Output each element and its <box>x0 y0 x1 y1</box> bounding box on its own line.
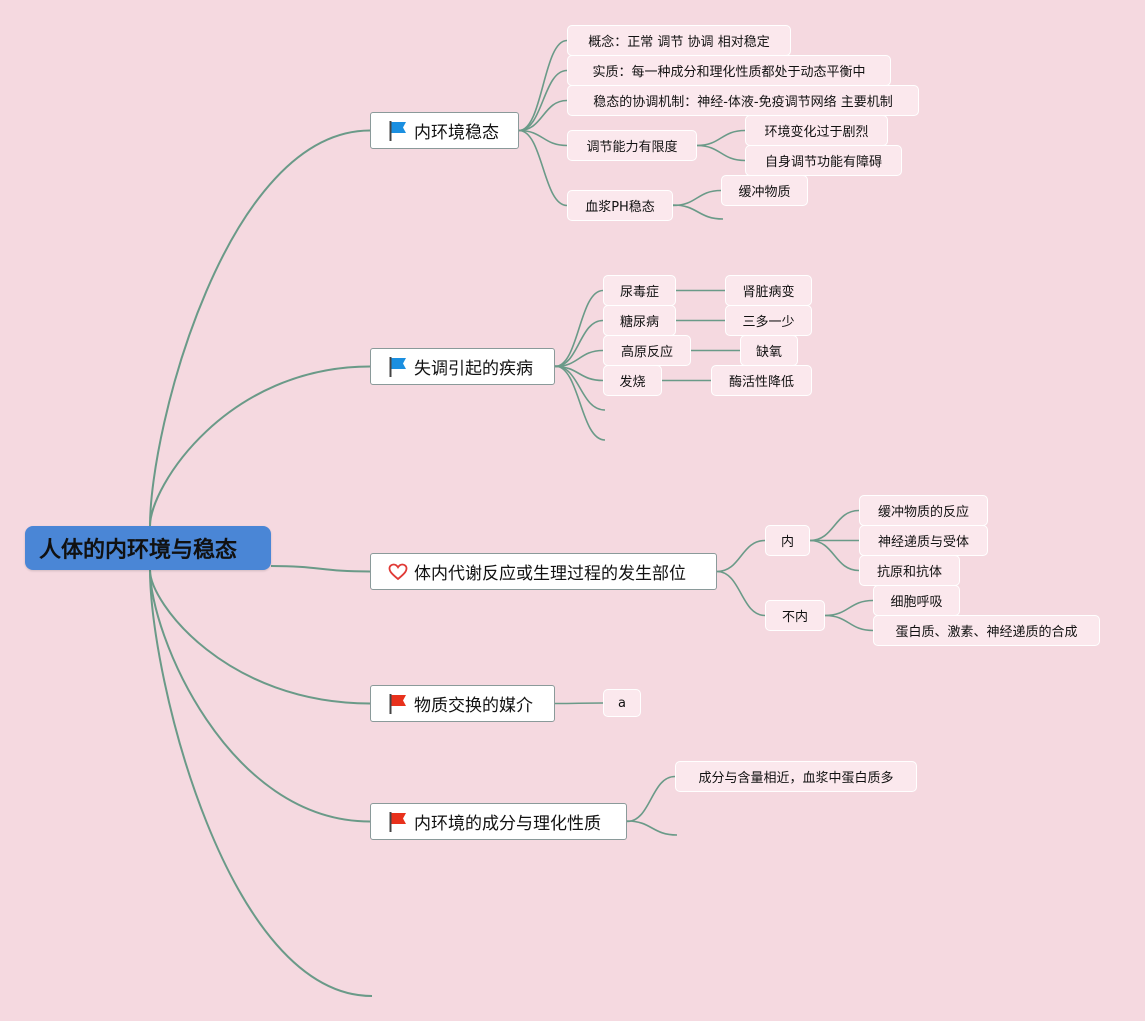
child-node-1-1[interactable]: 概念：正常 调节 协调 相对稳定 <box>567 25 791 56</box>
leaf-node-1-5-1-label: 缓冲物质 <box>738 185 791 200</box>
grandchild-line <box>672 189 722 207</box>
child-node-1-1-label: 概念：正常 调节 协调 相对稳定 <box>588 35 770 50</box>
grandchild-line <box>809 539 860 572</box>
child-node-3-2-label: 不内 <box>781 610 808 625</box>
child-node-2-3-label: 高原反应 <box>620 345 673 360</box>
child-node-5-1-label: 成分与含量相近，血浆中蛋白质多 <box>698 771 894 786</box>
branch-line <box>270 565 371 573</box>
child-line <box>518 99 568 132</box>
leaf-node-3-1-1-label: 缓冲物质的反应 <box>877 505 969 520</box>
child-line <box>554 319 604 368</box>
child-node-1-4[interactable]: 调节能力有限度 <box>567 130 697 161</box>
empty-child-line <box>672 204 724 220</box>
empty-branch-line <box>149 569 373 997</box>
child-line <box>518 69 568 132</box>
flag-blue-icon <box>387 356 409 378</box>
leaf-node-1-4-2[interactable]: 自身调节功能有障碍 <box>745 145 902 176</box>
leaf-node-2-4-1[interactable]: 酶活性降低 <box>711 365 812 396</box>
child-node-1-3[interactable]: 稳态的协调机制：神经-体液-免疫调节网络 主要机制 <box>567 85 919 116</box>
leaf-node-3-1-3-label: 抗原和抗体 <box>876 565 942 580</box>
child-node-2-1[interactable]: 尿毒症 <box>603 275 676 306</box>
child-line <box>554 289 604 368</box>
grandchild-line <box>824 599 874 617</box>
branch-line <box>149 129 371 527</box>
leaf-node-3-1-1[interactable]: 缓冲物质的反应 <box>859 495 988 526</box>
leaf-node-2-3-1-label: 缺氧 <box>755 345 782 360</box>
child-node-3-2[interactable]: 不内 <box>765 600 825 631</box>
branch-node-4-label: 物质交换的媒介 <box>414 696 533 716</box>
flag-red-icon <box>387 811 409 833</box>
leaf-node-2-3-1[interactable]: 缺氧 <box>740 335 798 366</box>
branch-node-5[interactable]: 内环境的成分与理化性质 <box>370 803 627 840</box>
leaf-node-3-1-3[interactable]: 抗原和抗体 <box>859 555 960 586</box>
child-line <box>518 129 568 147</box>
leaf-node-1-4-1-label: 环境变化过于剧烈 <box>764 125 869 140</box>
child-node-2-1-label: 尿毒症 <box>619 285 659 300</box>
branch-node-4[interactable]: 物质交换的媒介 <box>370 685 555 722</box>
flag-blue-icon <box>387 120 409 142</box>
empty-child-line <box>554 365 606 441</box>
child-line <box>554 702 604 705</box>
leaf-node-3-2-2-label: 蛋白质、激素、神经递质的合成 <box>895 625 1078 640</box>
child-node-2-4[interactable]: 发烧 <box>603 365 662 396</box>
branch-line <box>149 365 371 527</box>
leaf-node-3-1-2[interactable]: 神经递质与受体 <box>859 525 988 556</box>
branch-node-3[interactable]: 体内代谢反应或生理过程的发生部位 <box>370 553 717 590</box>
grandchild-line <box>809 509 860 542</box>
empty-child-line <box>626 820 678 836</box>
child-line <box>518 129 568 207</box>
child-node-4-1-label: a <box>618 695 626 711</box>
leaf-node-1-5-1[interactable]: 缓冲物质 <box>721 175 808 206</box>
branch-node-1-label: 内环境稳态 <box>414 123 499 143</box>
child-line <box>626 775 676 823</box>
leaf-node-2-2-1-label: 三多一少 <box>742 315 795 330</box>
branch-node-5-label: 内环境的成分与理化性质 <box>414 814 601 834</box>
leaf-node-3-2-2[interactable]: 蛋白质、激素、神经递质的合成 <box>873 615 1100 646</box>
child-node-2-3[interactable]: 高原反应 <box>603 335 691 366</box>
leaf-node-2-1-1-label: 肾脏病变 <box>742 285 795 300</box>
branch-node-2-label: 失调引起的疾病 <box>414 359 533 379</box>
child-line <box>716 539 766 573</box>
grandchild-line <box>824 614 874 632</box>
leaf-node-1-4-2-label: 自身调节功能有障碍 <box>764 155 882 170</box>
child-node-1-2-label: 实质：每一种成分和理化性质都处于动态平衡中 <box>592 65 866 80</box>
child-line <box>716 570 766 617</box>
branch-node-3-label: 体内代谢反应或生理过程的发生部位 <box>414 564 686 584</box>
leaf-node-3-2-1-label: 细胞呼吸 <box>890 595 943 610</box>
leaf-node-2-1-1[interactable]: 肾脏病变 <box>725 275 812 306</box>
child-line <box>554 365 604 382</box>
child-node-1-3-label: 稳态的协调机制：神经-体液-免疫调节网络 主要机制 <box>593 95 893 110</box>
grandchild-line <box>696 144 746 162</box>
branch-node-1[interactable]: 内环境稳态 <box>370 112 519 149</box>
child-node-2-4-label: 发烧 <box>619 375 646 390</box>
leaf-node-2-4-1-label: 酶活性降低 <box>728 375 794 390</box>
child-node-3-1[interactable]: 内 <box>765 525 810 556</box>
leaf-node-3-2-1[interactable]: 细胞呼吸 <box>873 585 960 616</box>
child-node-2-2-label: 糖尿病 <box>619 315 659 330</box>
central-topic-label: 人体的内环境与稳态 <box>39 538 238 563</box>
grandchild-line <box>696 129 746 147</box>
child-node-1-2[interactable]: 实质：每一种成分和理化性质都处于动态平衡中 <box>567 55 891 86</box>
child-node-1-5-label: 血浆PH稳态 <box>585 200 655 215</box>
child-node-5-1[interactable]: 成分与含量相近，血浆中蛋白质多 <box>675 761 917 792</box>
child-line <box>518 39 568 132</box>
child-node-3-1-label: 内 <box>780 535 794 550</box>
leaf-node-2-2-1[interactable]: 三多一少 <box>725 305 812 336</box>
child-node-2-2[interactable]: 糖尿病 <box>603 305 676 336</box>
central-topic-node[interactable]: 人体的内环境与稳态 <box>25 526 271 570</box>
branch-node-2[interactable]: 失调引起的疾病 <box>370 348 555 385</box>
flag-red-icon <box>387 693 409 715</box>
branch-line <box>149 569 371 823</box>
child-node-4-1[interactable]: a <box>603 689 641 717</box>
child-node-1-4-label: 调节能力有限度 <box>586 140 678 155</box>
branch-line <box>149 569 371 705</box>
child-node-1-5[interactable]: 血浆PH稳态 <box>567 190 673 221</box>
heart-icon <box>387 561 409 583</box>
leaf-node-1-4-1[interactable]: 环境变化过于剧烈 <box>745 115 888 146</box>
leaf-node-3-1-2-label: 神经递质与受体 <box>877 535 969 550</box>
